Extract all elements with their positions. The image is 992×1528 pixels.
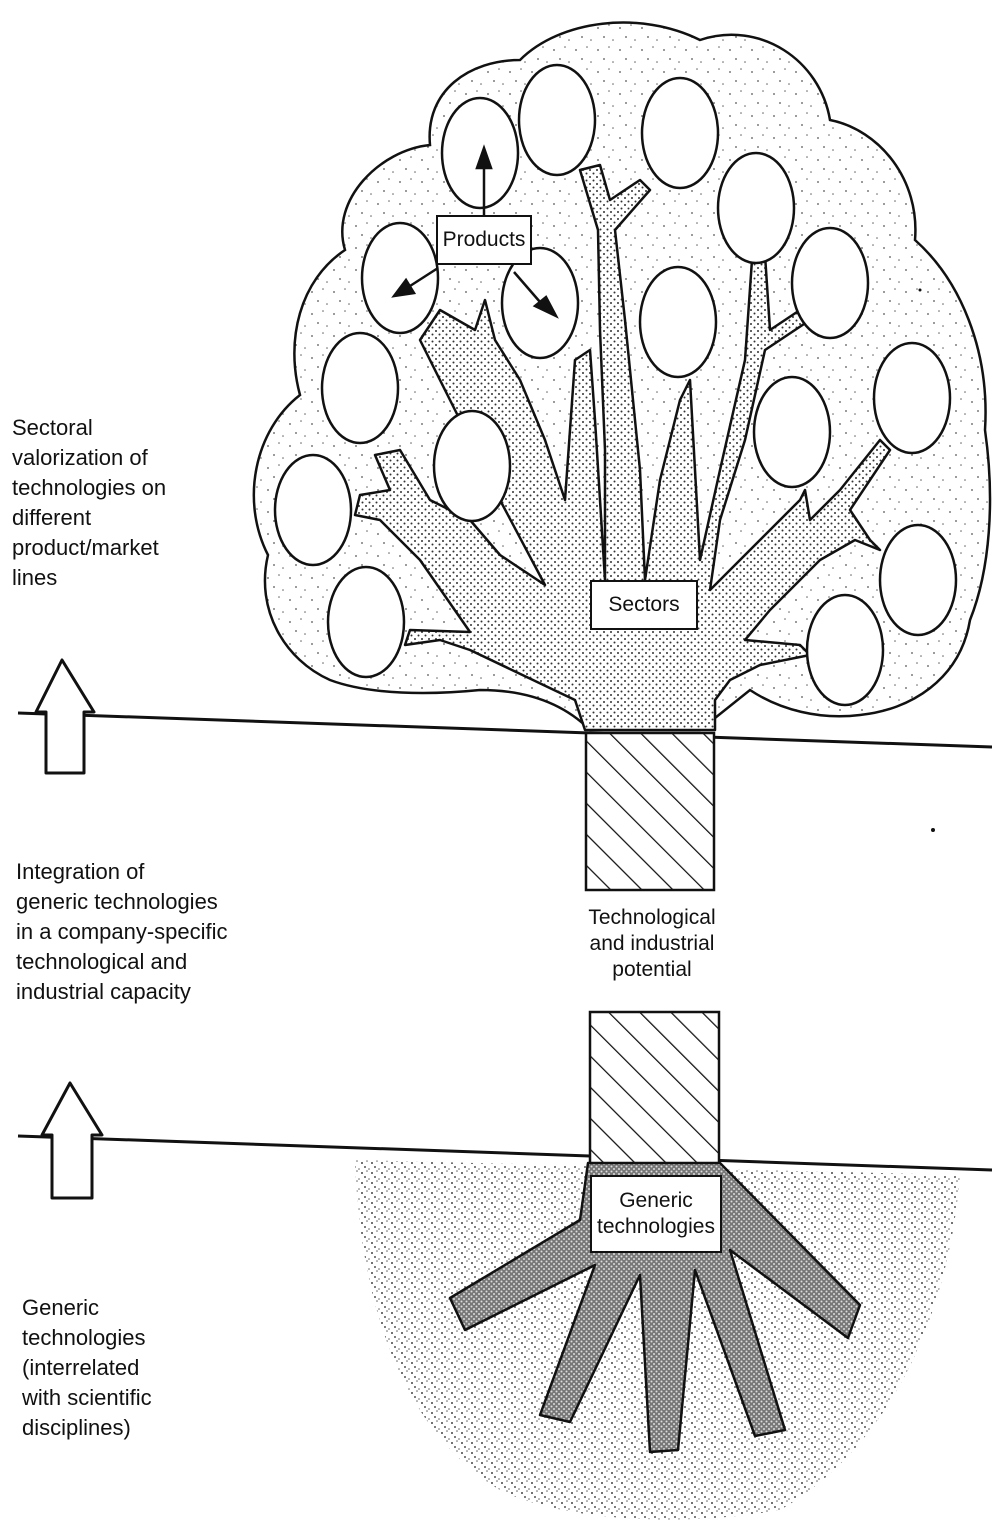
leaf-circle <box>792 228 868 338</box>
integration-label: Integration of generic technologies in a… <box>16 857 276 1007</box>
leaf-circle <box>874 343 950 453</box>
leaf-circle <box>322 333 398 443</box>
dot-mark <box>931 828 935 832</box>
leaf-circle <box>362 223 438 333</box>
trunk-lower <box>590 1012 719 1164</box>
leaf-circle <box>642 78 718 188</box>
leaf-circle <box>754 377 830 487</box>
leaf-circle <box>807 595 883 705</box>
leaf-circle <box>442 98 518 208</box>
leaf-circle <box>718 153 794 263</box>
potential-label: Technological and industrial potential <box>572 905 732 983</box>
up-arrow-icon <box>42 1083 102 1198</box>
sectoral-valorization-label: Sectoral valorization of technologies on… <box>12 413 232 593</box>
trunk-upper <box>586 733 714 890</box>
dot-mark <box>919 289 922 292</box>
products-label: Products <box>436 215 532 265</box>
divider-upper <box>18 713 992 747</box>
generic-technologies-side-label: Generic technologies (interrelated with … <box>22 1293 222 1443</box>
leaf-circle <box>880 525 956 635</box>
leaf-circle <box>328 567 404 677</box>
leaf-circle <box>275 455 351 565</box>
up-arrow-icon <box>36 660 94 773</box>
sectors-label: Sectors <box>590 580 698 630</box>
leaf-circle <box>640 267 716 377</box>
generic-technologies-box: Generic technologies <box>590 1175 722 1253</box>
leaf-circle <box>434 411 510 521</box>
leaf-circle <box>519 65 595 175</box>
